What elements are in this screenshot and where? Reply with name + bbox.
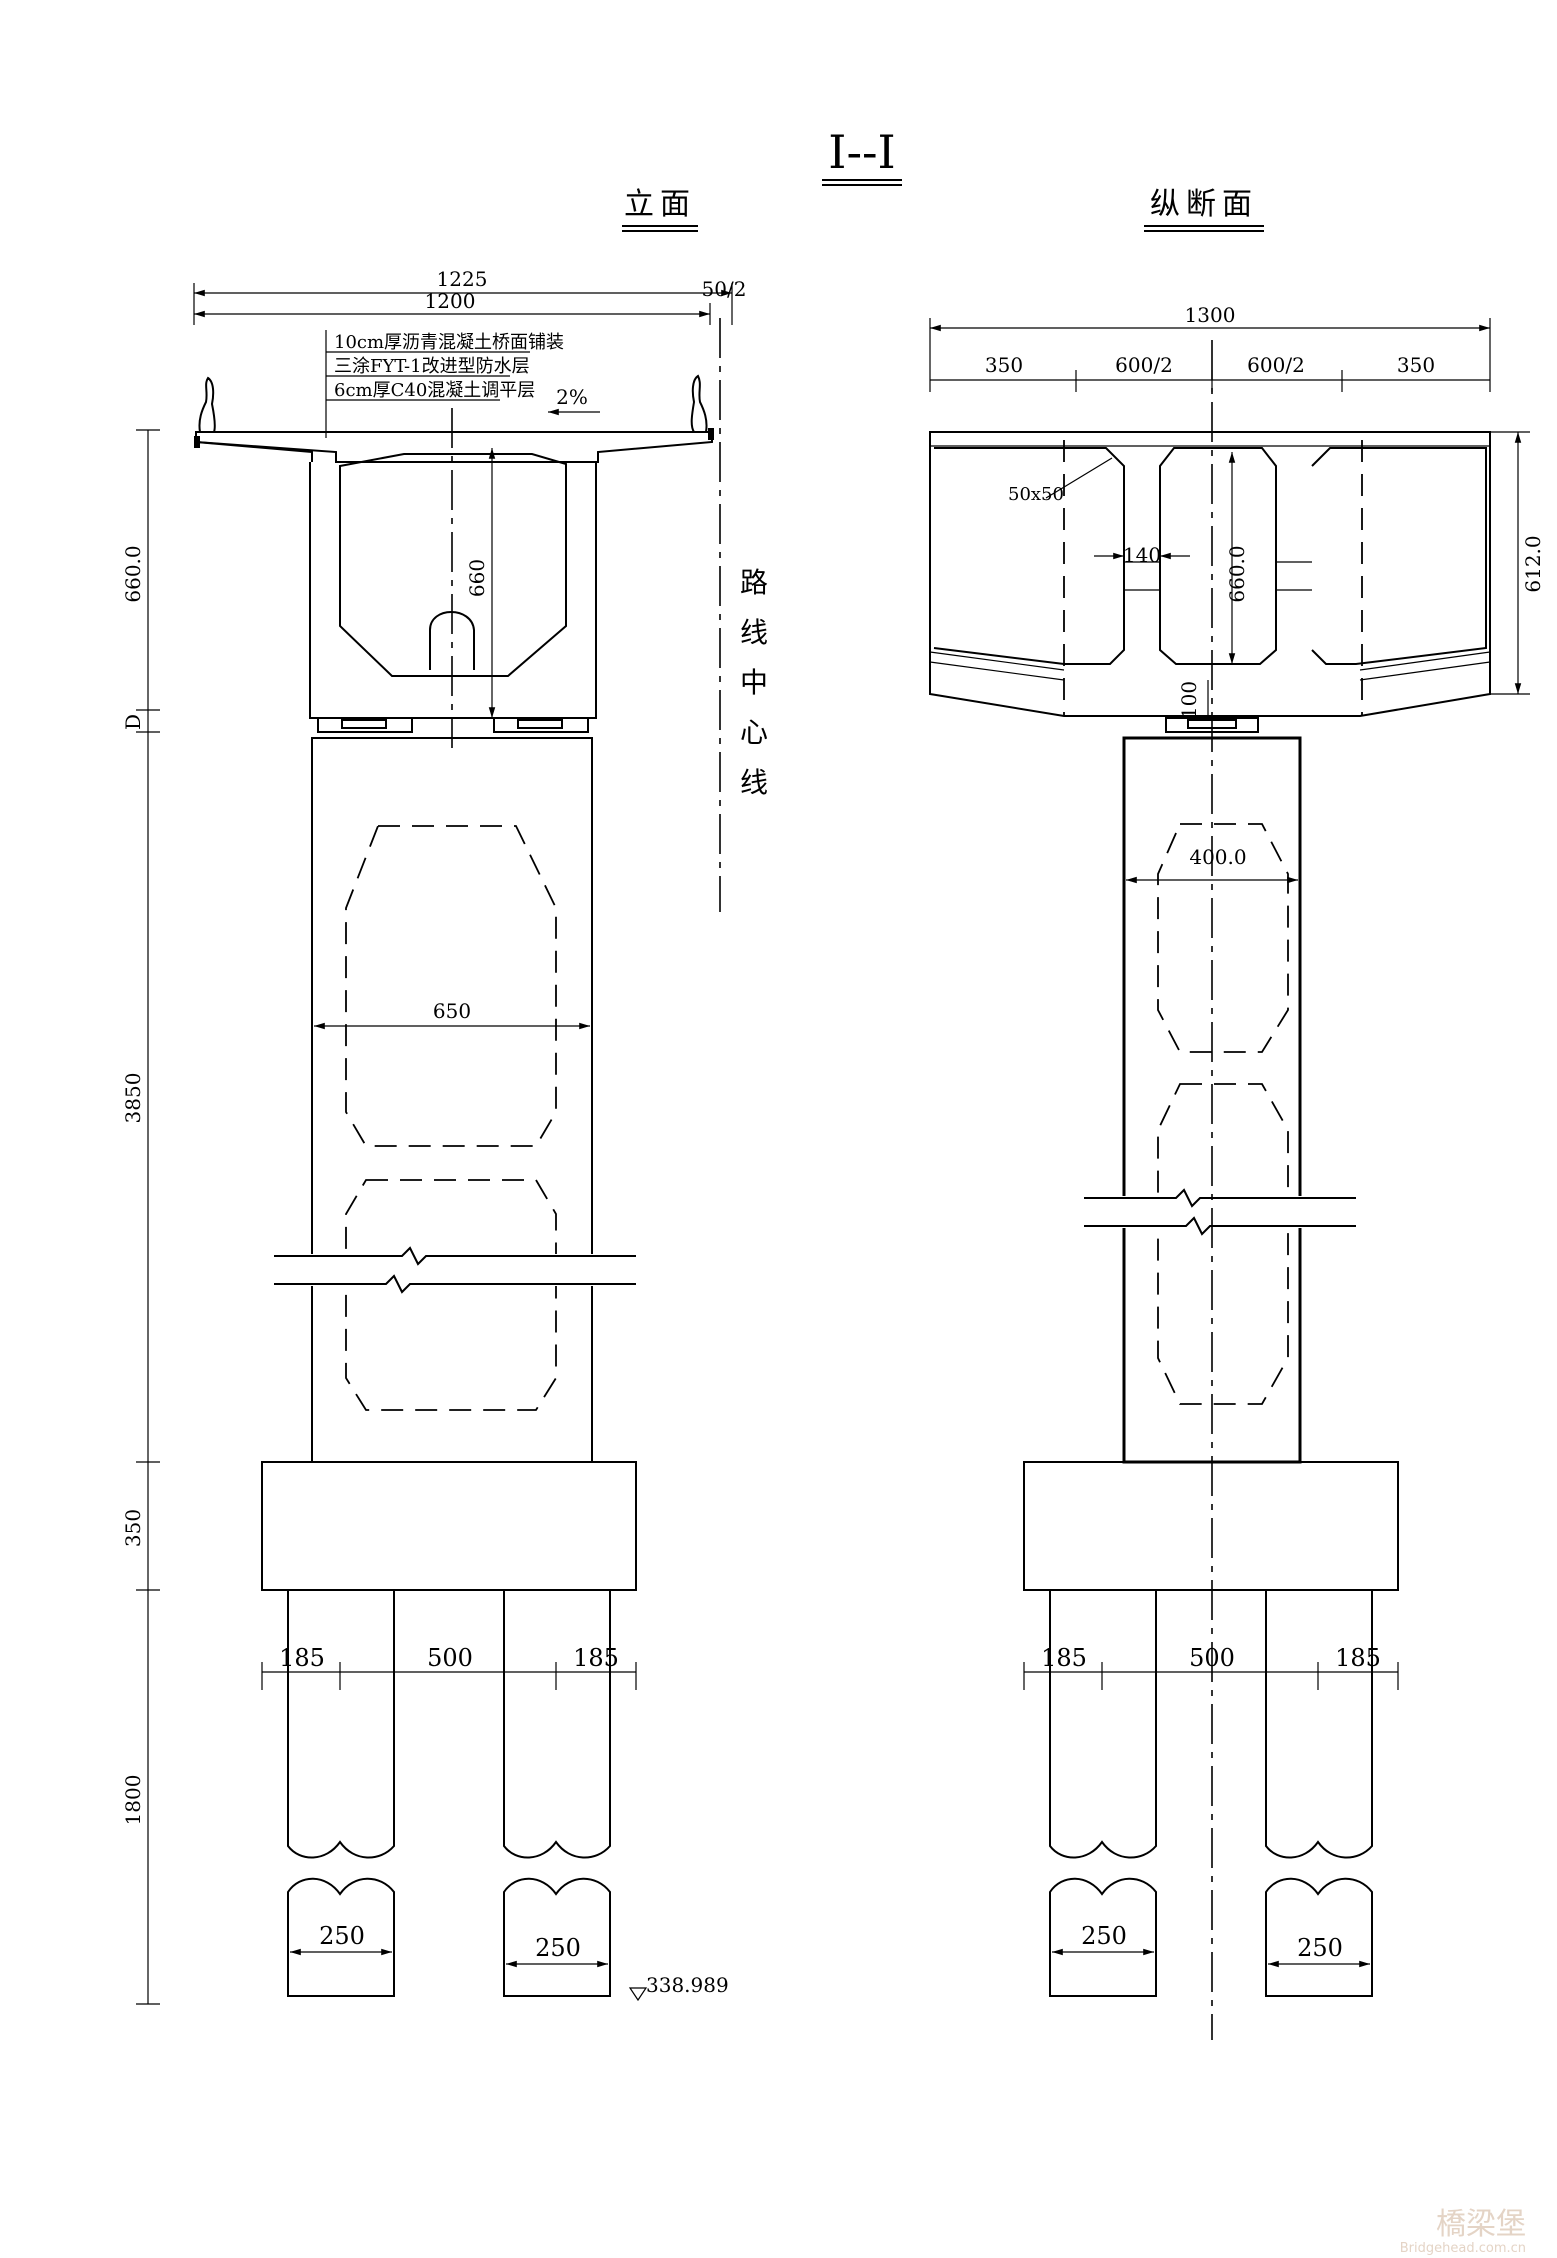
elevation-marker: 338.989 bbox=[628, 1973, 729, 2002]
slope-indicator: 2% bbox=[548, 385, 600, 416]
pile-spacing-right-c: 185 bbox=[1335, 1644, 1381, 1672]
cap-inner-height-label: 660 bbox=[465, 559, 489, 597]
section-title: I--I bbox=[828, 125, 895, 179]
cap-beam-elevation bbox=[309, 453, 597, 719]
pavement-note-3: 6cm厚C40混凝土调平层 bbox=[334, 380, 535, 401]
watermark-name: 橋梁堡 bbox=[1436, 2207, 1526, 2242]
column-elevation: 650 bbox=[270, 737, 638, 1463]
pile-diameter-right-2: 250 bbox=[1297, 1934, 1343, 1962]
vdim-pile-cap: 350 bbox=[121, 1509, 145, 1547]
bearings-left bbox=[317, 717, 589, 733]
centerline-char-3: 中 bbox=[740, 666, 768, 699]
watermark-site: Bridgehead.com.cn bbox=[1400, 2241, 1526, 2256]
dim-total-width: 1225 bbox=[437, 267, 488, 291]
elevation-view: 1225 1200 50/2 10cm厚沥青混凝土桥面铺装 三涂FYT-1改进型… bbox=[121, 267, 768, 2005]
vdim-cap-height: 660.0 bbox=[121, 545, 145, 602]
vdim-pile: 1800 bbox=[121, 1775, 145, 1826]
dim-part-2: 600/2 bbox=[1115, 353, 1173, 377]
pile-spacing-right-a: 185 bbox=[1041, 1644, 1087, 1672]
pile-cap-longitudinal bbox=[1023, 1461, 1399, 1591]
deck-slab bbox=[194, 374, 714, 463]
longitudinal-view: 1300 350 600/2 600/2 350 bbox=[929, 303, 1545, 2040]
view-title-left: 立面 bbox=[622, 187, 698, 232]
pile-spacing-left: 185 500 185 bbox=[261, 1644, 637, 1690]
dim-total-length: 1300 bbox=[1185, 303, 1236, 327]
pile-cap-elevation bbox=[261, 1461, 637, 1591]
pavement-note-1: 10cm厚沥青混凝土桥面铺装 bbox=[334, 332, 564, 353]
pile-spacing-left-b: 500 bbox=[427, 1644, 473, 1672]
cap-height-right: 612.0 bbox=[1521, 535, 1545, 592]
column-width-right-label: 400.0 bbox=[1189, 845, 1246, 869]
elevation-label: 338.989 bbox=[646, 1973, 729, 1997]
top-dimensions-right: 1300 350 600/2 600/2 350 bbox=[929, 303, 1491, 392]
slope-label: 2% bbox=[556, 385, 588, 409]
dim-half-gap: 50/2 bbox=[702, 277, 747, 301]
web-width-label: 140 bbox=[1123, 543, 1161, 567]
road-centerline-label: 路 线 中 心 线 bbox=[740, 566, 768, 799]
centerline-char-4: 心 bbox=[740, 716, 768, 749]
dim-part-1: 350 bbox=[985, 353, 1023, 377]
column-longitudinal: 400.0 bbox=[1080, 736, 1360, 1464]
dim-part-3: 600/2 bbox=[1247, 353, 1305, 377]
pile-spacing-right: 185 500 185 bbox=[1023, 1644, 1399, 1690]
watermark: 橋梁堡 Bridgehead.com.cn bbox=[1400, 2207, 1526, 2256]
centerline-char-2: 线 bbox=[740, 616, 768, 649]
dim-part-4: 350 bbox=[1397, 353, 1435, 377]
pile-diameter-left-1: 250 bbox=[319, 1922, 365, 1950]
top-dimensions-left: 1225 1200 50/2 bbox=[193, 267, 747, 325]
dim-deck-width: 1200 bbox=[425, 289, 476, 313]
pavement-note-2: 三涂FYT-1改进型防水层 bbox=[334, 356, 530, 377]
cap-beam-longitudinal: 50x50 140 660.0 612.0 100 bbox=[929, 431, 1545, 720]
vdim-column-height: 3850 bbox=[121, 1073, 145, 1124]
centerline-char-1: 路 bbox=[740, 566, 768, 599]
pile-spacing-left-a: 185 bbox=[279, 1644, 325, 1672]
cap-inner-height-right: 660.0 bbox=[1225, 545, 1249, 602]
pile-spacing-left-c: 185 bbox=[573, 1644, 619, 1672]
drawing-title: I--I bbox=[822, 125, 902, 186]
pile-diameter-right-1: 250 bbox=[1081, 1922, 1127, 1950]
view-label-elevation: 立面 bbox=[624, 187, 696, 222]
column-width-label: 650 bbox=[433, 999, 471, 1023]
vdim-d: D bbox=[121, 714, 145, 730]
chamfer-label: 50x50 bbox=[1008, 484, 1064, 505]
piles-elevation: 250 250 bbox=[287, 1590, 611, 1997]
view-title-right: 纵断面 bbox=[1144, 187, 1264, 232]
piles-longitudinal: 250 250 bbox=[1049, 1590, 1373, 1997]
vertical-dimensions: 660.0 D 3850 350 1800 bbox=[121, 429, 160, 2005]
view-label-longitudinal: 纵断面 bbox=[1150, 187, 1258, 222]
pavement-notes: 10cm厚沥青混凝土桥面铺装 三涂FYT-1改进型防水层 6cm厚C40混凝土调… bbox=[325, 330, 564, 438]
centerline-char-5: 线 bbox=[740, 766, 768, 799]
pile-diameter-left-2: 250 bbox=[535, 1934, 581, 1962]
bearing-height-label: 100 bbox=[1177, 681, 1201, 719]
